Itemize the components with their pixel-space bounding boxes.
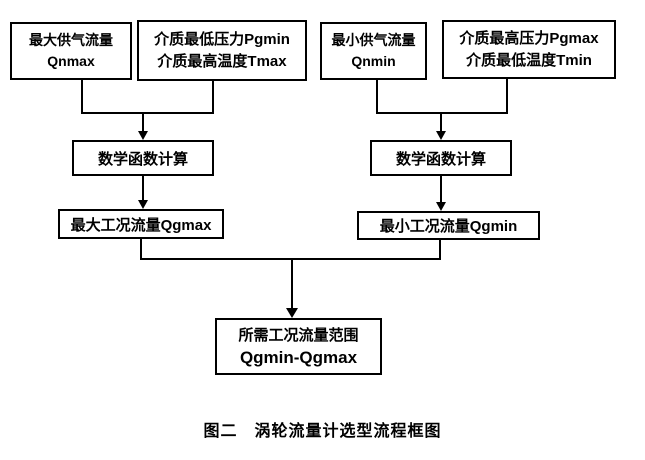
node-label: 介质最低温度Tmin bbox=[466, 51, 592, 69]
node-math-function-calc-left: 数学函数计算 bbox=[72, 140, 214, 176]
node-label: 最大供气流量 bbox=[29, 32, 113, 48]
node-label: 介质最高压力Pgmax bbox=[459, 29, 599, 47]
node-label: 数学函数计算 bbox=[395, 150, 486, 168]
node-label: 数学函数计算 bbox=[97, 150, 188, 168]
node-label: 最大工况流量Qgmax bbox=[70, 216, 212, 234]
node-min-working-flow: 最小工况流量Qgmin bbox=[357, 211, 540, 240]
node-label: 介质最低压力Pgmin bbox=[154, 30, 290, 48]
node-symbol: Qnmin bbox=[351, 53, 396, 69]
node-max-working-flow: 最大工况流量Qgmax bbox=[58, 209, 224, 239]
node-required-flow-range: 所需工况流量范围 Qgmin-Qgmax bbox=[215, 318, 382, 375]
node-symbol: Qnmax bbox=[47, 53, 95, 69]
node-max-supply-flow: 最大供气流量 Qnmax bbox=[10, 22, 132, 80]
node-math-function-calc-right: 数学函数计算 bbox=[370, 140, 512, 176]
node-min-pressure-max-temp: 介质最低压力Pgmin 介质最高温度Tmax bbox=[137, 20, 307, 81]
node-min-supply-flow: 最小供气流量 Qnmin bbox=[320, 22, 427, 80]
node-label: 所需工况流量范围 bbox=[238, 326, 359, 344]
node-label: 介质最高温度Tmax bbox=[157, 52, 287, 70]
node-label: 最小工况流量Qgmin bbox=[379, 218, 518, 235]
node-max-pressure-min-temp: 介质最高压力Pgmax 介质最低温度Tmin bbox=[442, 20, 616, 79]
node-symbol: Qgmin-Qgmax bbox=[239, 347, 358, 367]
figure-caption: 图二 涡轮流量计选型流程框图 bbox=[203, 423, 442, 440]
node-label: 最小供气流量 bbox=[331, 32, 416, 48]
